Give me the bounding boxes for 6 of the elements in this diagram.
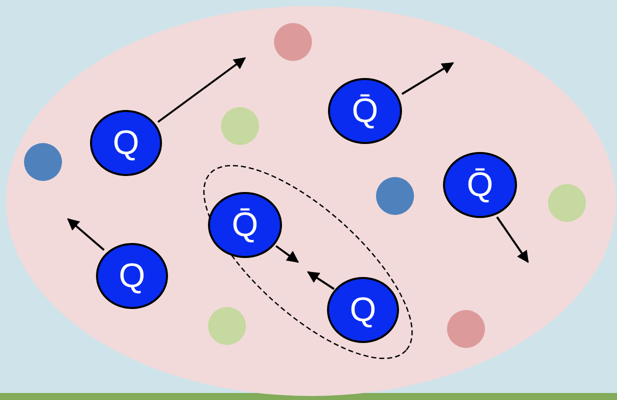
particle-symbol: Q xyxy=(350,293,376,327)
particle-symbol: Q̄ xyxy=(466,168,494,202)
particle-symbol: Q xyxy=(118,259,146,293)
particle-symbol: Q̄ xyxy=(352,94,378,128)
particle-symbol: Q xyxy=(112,126,140,160)
particle-symbol: Q̄ xyxy=(232,208,258,242)
